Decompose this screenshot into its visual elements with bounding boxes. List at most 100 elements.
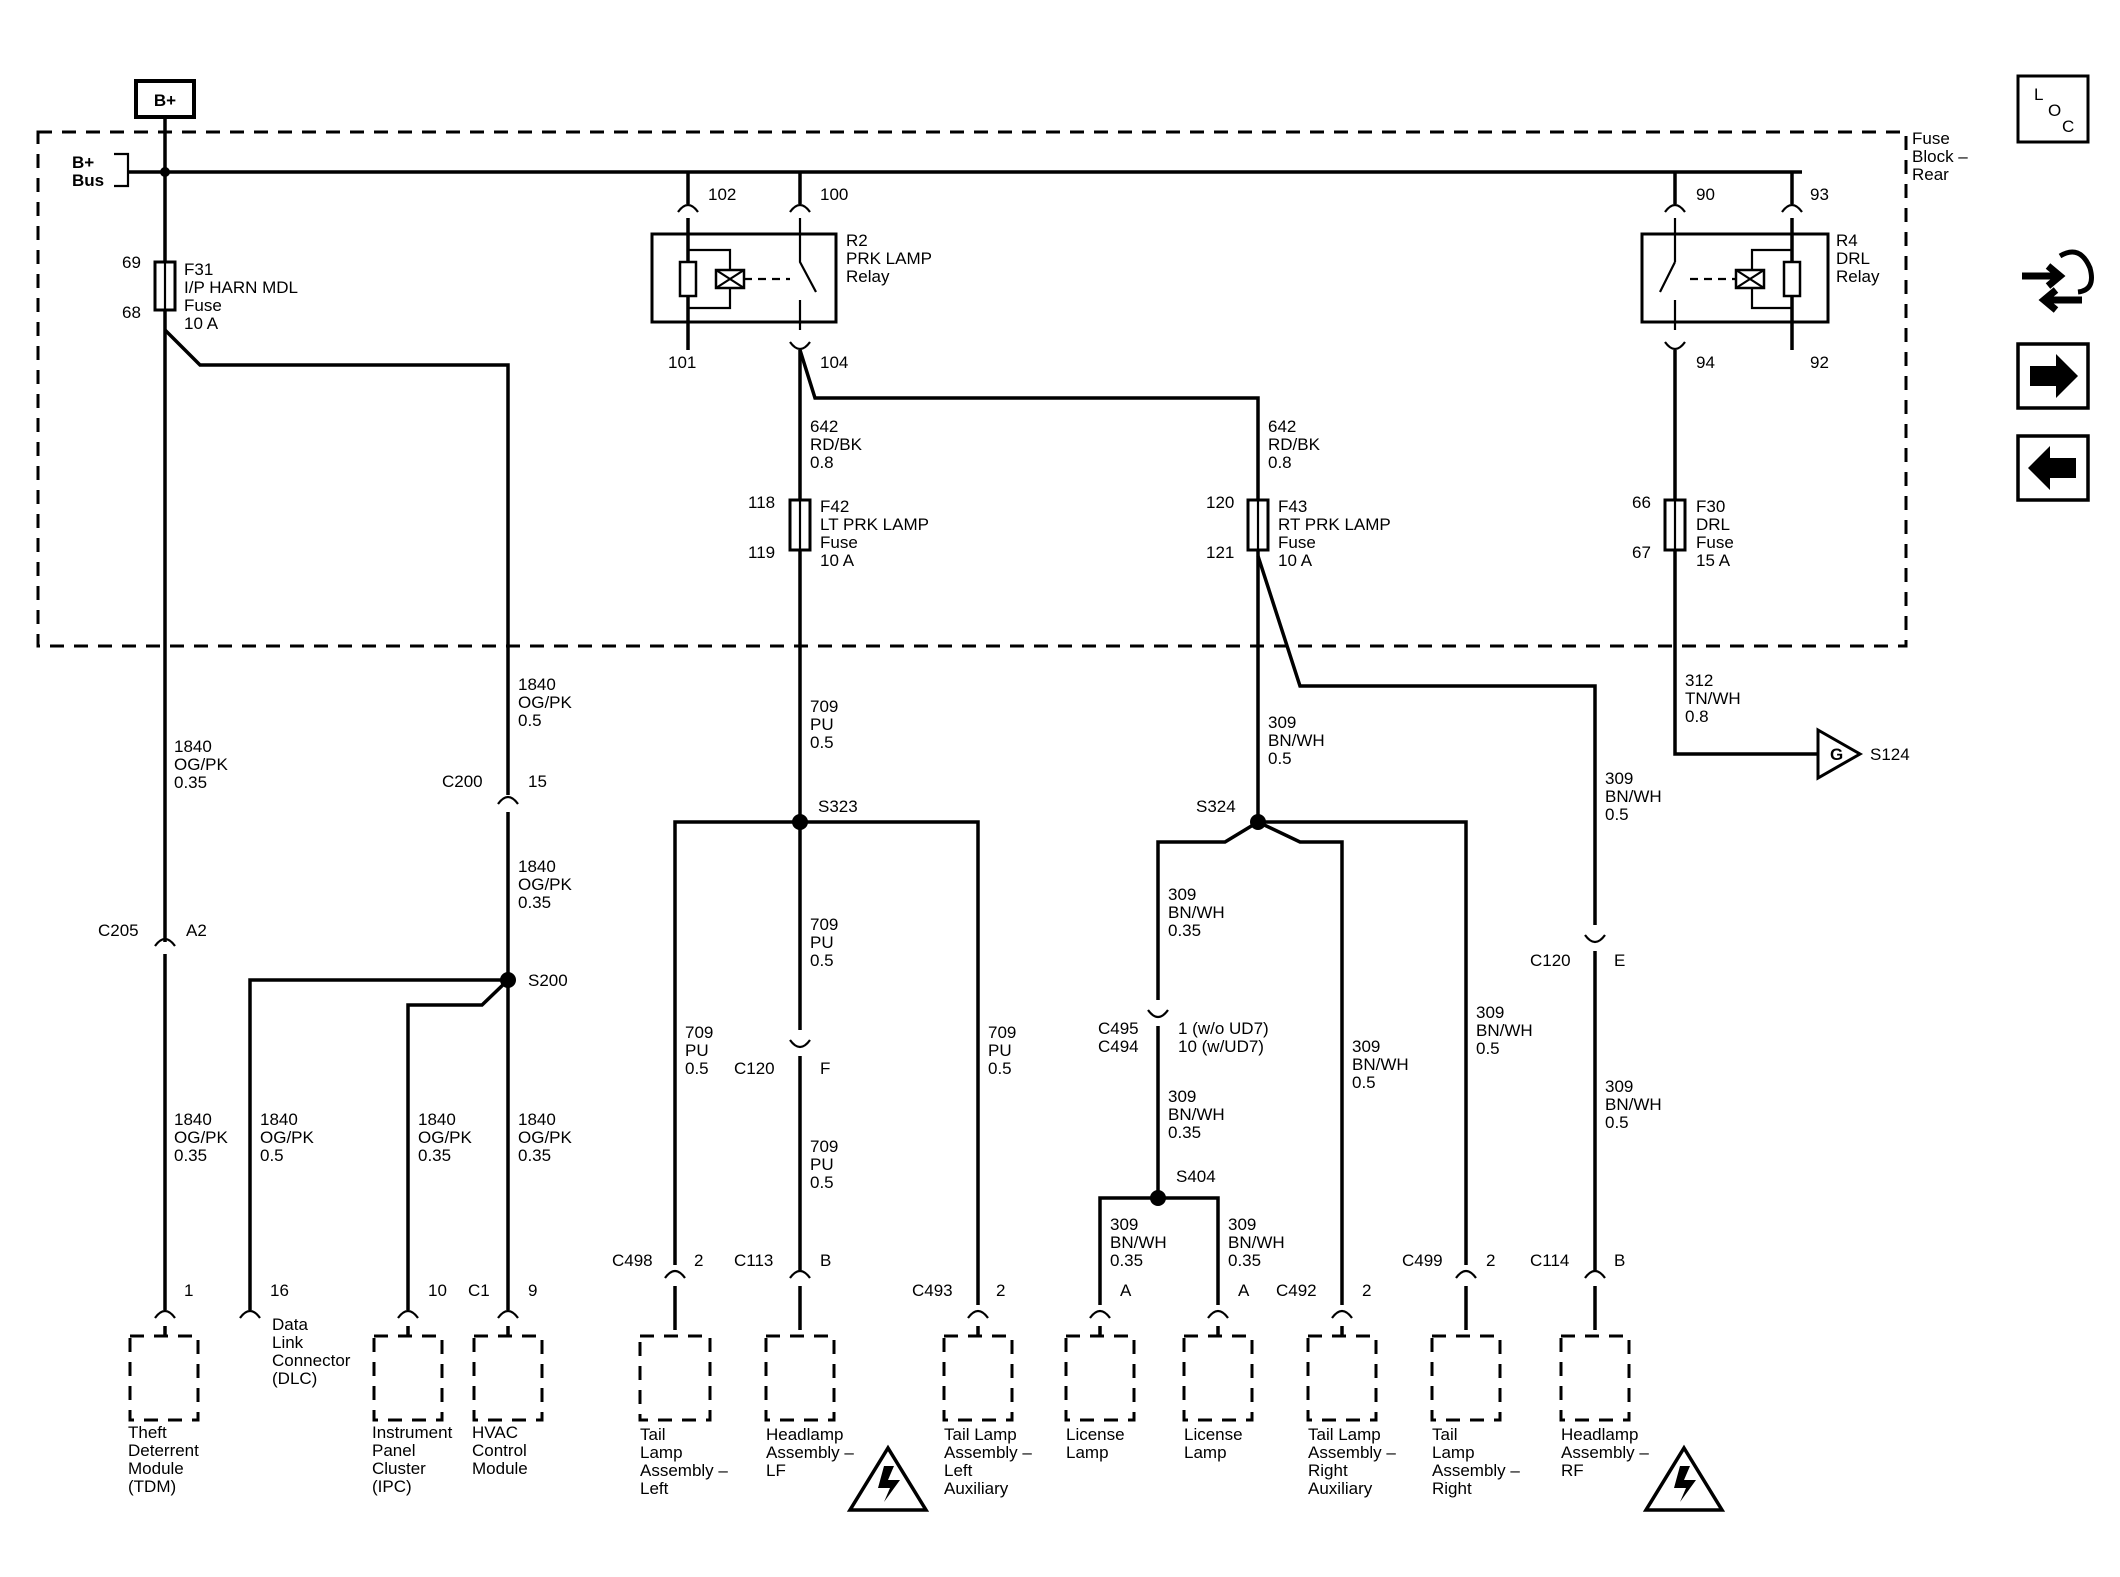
- c499-connector-symbol: [1455, 1269, 1477, 1279]
- loc-c: C: [2062, 117, 2074, 136]
- s324-to-c499-wire: [1258, 820, 1468, 1265]
- f42-pin-in: 118: [748, 493, 775, 512]
- loc-icon[interactable]: L O C: [2016, 74, 2090, 144]
- f30-to-ground-wire: [1673, 550, 1818, 756]
- c200-connector-symbol: [497, 795, 519, 805]
- c492-connector-symbol: [1331, 1309, 1353, 1319]
- r2-relay-box: [650, 232, 838, 324]
- lic-r-connector-symbol: [1207, 1309, 1229, 1319]
- ipc-component-box: [372, 1334, 444, 1422]
- bplus-source-label: B+: [154, 91, 176, 110]
- schematic-nav-icon[interactable]: [2022, 249, 2094, 313]
- tail-right-aux-component-box: [1306, 1334, 1378, 1422]
- c113-pin: B: [820, 1251, 831, 1270]
- r4-pin-90: 90: [1696, 185, 1715, 204]
- s200-to-ipc-wire: [406, 978, 510, 1310]
- c492-label: C492: [1276, 1281, 1317, 1300]
- lic-l-pin: A: [1120, 1281, 1132, 1300]
- s323-branch-wire: [673, 820, 980, 1305]
- c200-pin: 15: [528, 772, 547, 791]
- c499-label: C499: [1402, 1251, 1443, 1270]
- ipc-connector-symbol: [397, 1309, 419, 1319]
- c120-e-pin: E: [1614, 951, 1625, 970]
- c120-e-connector-symbol: [1584, 934, 1606, 944]
- hvac-connector-label: C1: [468, 1281, 490, 1300]
- c495-connector-symbol: [1147, 1009, 1169, 1019]
- dlc-pin: 16: [270, 1281, 289, 1300]
- s124-label: S124: [1870, 745, 1910, 764]
- r4-switch-contact: [1659, 218, 1677, 330]
- r2-pin-102: 102: [708, 185, 736, 204]
- tdm-component-box: [128, 1334, 200, 1422]
- r2-coil-x: [715, 269, 745, 289]
- g-marker-label: G: [1830, 745, 1843, 764]
- fuse-block-boundary: [36, 130, 1908, 648]
- hvac-connector-symbol: [497, 1309, 519, 1319]
- tail-right-component-box: [1430, 1334, 1502, 1422]
- s324-label: S324: [1196, 797, 1236, 816]
- lic-r-pin: A: [1238, 1281, 1250, 1300]
- loc-o: O: [2048, 101, 2061, 120]
- tail-left-component-box: [638, 1334, 712, 1422]
- s404-label: S404: [1176, 1167, 1216, 1186]
- arrow-right-icon[interactable]: [2016, 342, 2090, 410]
- c200-label: C200: [442, 772, 483, 791]
- hvac-component-box: [472, 1334, 544, 1422]
- s324-to-c495-wire: [1156, 820, 1259, 1000]
- r4-pin94-connector: [1664, 341, 1686, 351]
- c492-pin: 2: [1362, 1281, 1371, 1300]
- c498-connector-symbol: [664, 1269, 686, 1279]
- c495-pin: 1 (w/o UD7)10 (w/UD7): [1178, 1019, 1269, 1056]
- c493-label: C493: [912, 1281, 953, 1300]
- ipc-pin: 10: [428, 1281, 447, 1300]
- r4-pin93-connector: [1781, 203, 1803, 213]
- c120-f-pin: F: [820, 1059, 830, 1078]
- c120-f-connector-symbol: [789, 1039, 811, 1049]
- g-splice-marker: [1816, 727, 1864, 781]
- r2-pin102-connector: [677, 203, 699, 213]
- r4-pin-93: 93: [1810, 185, 1829, 204]
- tdm-pin: 1: [184, 1281, 193, 1300]
- arrow-left-icon[interactable]: [2016, 434, 2090, 502]
- r4-coil-resistor: [1782, 260, 1802, 298]
- r2-pin-101: 101: [668, 353, 696, 372]
- r4-pin-92: 92: [1810, 353, 1829, 372]
- r2-switch-contact: [798, 218, 817, 330]
- f30-pin-out: 67: [1632, 543, 1651, 562]
- r4-pin90-connector: [1664, 203, 1686, 213]
- r4-coil-x: [1735, 269, 1765, 289]
- f42-pin-out: 119: [748, 543, 775, 562]
- lic-l-connector-symbol: [1089, 1309, 1111, 1319]
- f31-pin-in: 69: [122, 253, 141, 272]
- s404-branch-wire: [1098, 1196, 1220, 1305]
- r2-pin-100: 100: [820, 185, 848, 204]
- tail-left-aux-component-box: [942, 1334, 1014, 1422]
- r2-coil-resistor: [678, 260, 698, 298]
